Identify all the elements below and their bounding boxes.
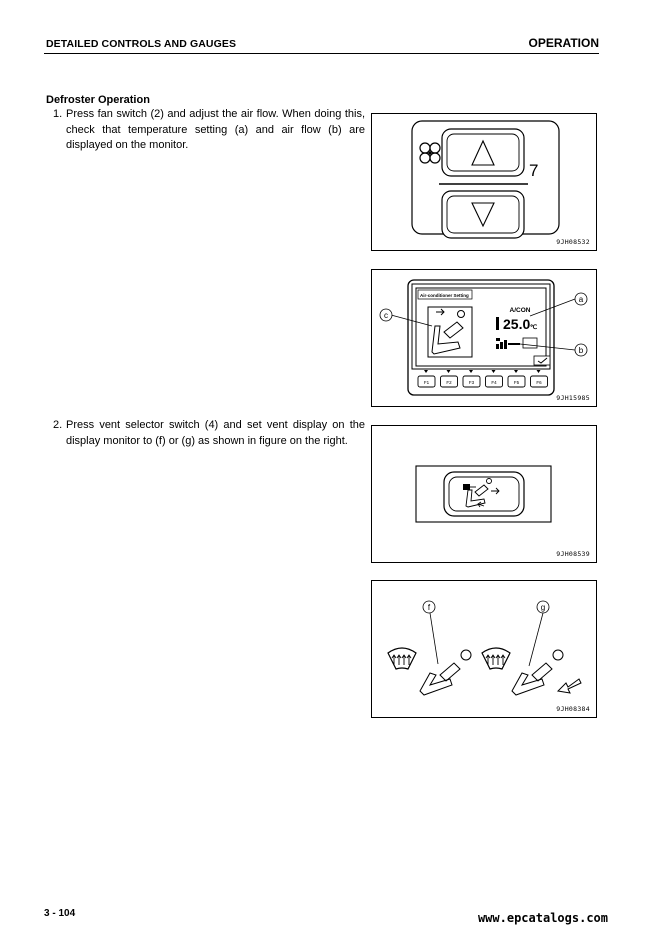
seat-icon-g (511, 649, 564, 696)
callout-f: f (422, 600, 436, 614)
fan-icon (419, 142, 441, 164)
figure-code: 9JH08532 (556, 238, 590, 246)
function-key-f2[interactable]: F2 (440, 370, 458, 388)
key-arrow-icon (424, 370, 428, 373)
function-key-cap (530, 375, 548, 388)
function-key-cap (462, 375, 481, 388)
figure-code: 9JH15985 (556, 394, 590, 402)
up-button[interactable] (441, 128, 525, 177)
step-2: 2. Press vent selector switch (4) and se… (53, 418, 365, 449)
function-key-cap (417, 375, 436, 388)
monitor-figure: Air-conditioner Setting A/CON 25.0 ℃ c (371, 269, 597, 407)
function-key-f6[interactable]: F6 (530, 370, 548, 388)
defroster-icon-f (387, 647, 417, 670)
svg-text:c: c (384, 311, 388, 320)
vent-selector-icon (463, 478, 500, 508)
temperature-unit: ℃ (530, 323, 538, 331)
temperature-value: 25.0 (503, 316, 530, 332)
function-key-f1[interactable]: F1 (417, 370, 436, 388)
airflow-bars (496, 338, 520, 349)
figure-code: 9JH08384 (556, 705, 590, 713)
foot-vent-arrow-icon (556, 678, 582, 694)
callout-c: c (379, 308, 393, 322)
step-1: 1. Press fan switch (2) and adjust the a… (53, 107, 365, 154)
function-key-label: F1 (424, 380, 430, 385)
screen-title: Air-conditioner Setting (420, 293, 469, 298)
function-key-label: F2 (446, 380, 452, 385)
step-1-text: Press fan switch (2) and adjust the air … (66, 108, 365, 151)
function-key-cap (440, 375, 458, 388)
defroster-icon-g (481, 647, 511, 670)
fan-switch-figure: 7 9JH08532 (371, 113, 597, 251)
svg-text:f: f (428, 603, 431, 612)
vent-switch-figure: 9JH08539 (371, 425, 597, 563)
key-arrow-icon (469, 370, 473, 373)
switch-number-label: 7 (529, 161, 538, 180)
svg-text:b: b (579, 346, 584, 355)
svg-text:g: g (541, 603, 545, 612)
step-2-number: 2. (53, 419, 63, 431)
function-key-label: F3 (469, 380, 475, 385)
chapter-heading: OPERATION (528, 36, 599, 50)
website-watermark: www.epcatalogs.com (477, 911, 608, 925)
key-arrow-icon (446, 370, 451, 373)
function-key-f4[interactable]: F4 (485, 370, 503, 388)
up-arrow-icon (471, 139, 495, 166)
function-key-label: F6 (536, 380, 542, 385)
down-arrow-icon (471, 202, 495, 228)
function-key-cap (485, 375, 503, 388)
function-key-f3[interactable]: F3 (462, 370, 481, 388)
step-1-number: 1. (53, 108, 63, 120)
page-title: Defroster Operation (46, 94, 150, 106)
seat-icon-f (419, 649, 472, 696)
svg-text:a: a (579, 295, 584, 304)
figure-code: 9JH08539 (556, 550, 590, 558)
key-arrow-icon (514, 370, 518, 373)
header-rule (44, 53, 599, 54)
callout-g: g (536, 600, 550, 614)
vent-selector-button[interactable] (443, 471, 525, 517)
down-button[interactable] (441, 190, 525, 239)
step-2-text: Press vent selector switch (4) and set v… (66, 419, 365, 447)
check-icon (537, 357, 548, 364)
function-key-f5[interactable]: F5 (507, 370, 526, 388)
function-key-label: F4 (491, 380, 497, 385)
callout-b: b (574, 343, 588, 357)
thermometer-icon (496, 317, 499, 330)
page-number: 3 - 104 (44, 908, 76, 919)
function-key-label: F5 (514, 380, 520, 385)
vent-mode-display (427, 306, 473, 358)
mode-label: A/CON (510, 307, 531, 314)
vent-modes-figure: f g 9JH08384 (371, 580, 597, 718)
key-arrow-icon (491, 370, 496, 373)
key-arrow-icon (536, 370, 541, 373)
defroster-mode-icon (522, 337, 538, 349)
section-heading: DETAILED CONTROLS AND GAUGES (46, 38, 237, 50)
callout-a: a (574, 292, 588, 306)
function-key-cap (507, 375, 526, 388)
